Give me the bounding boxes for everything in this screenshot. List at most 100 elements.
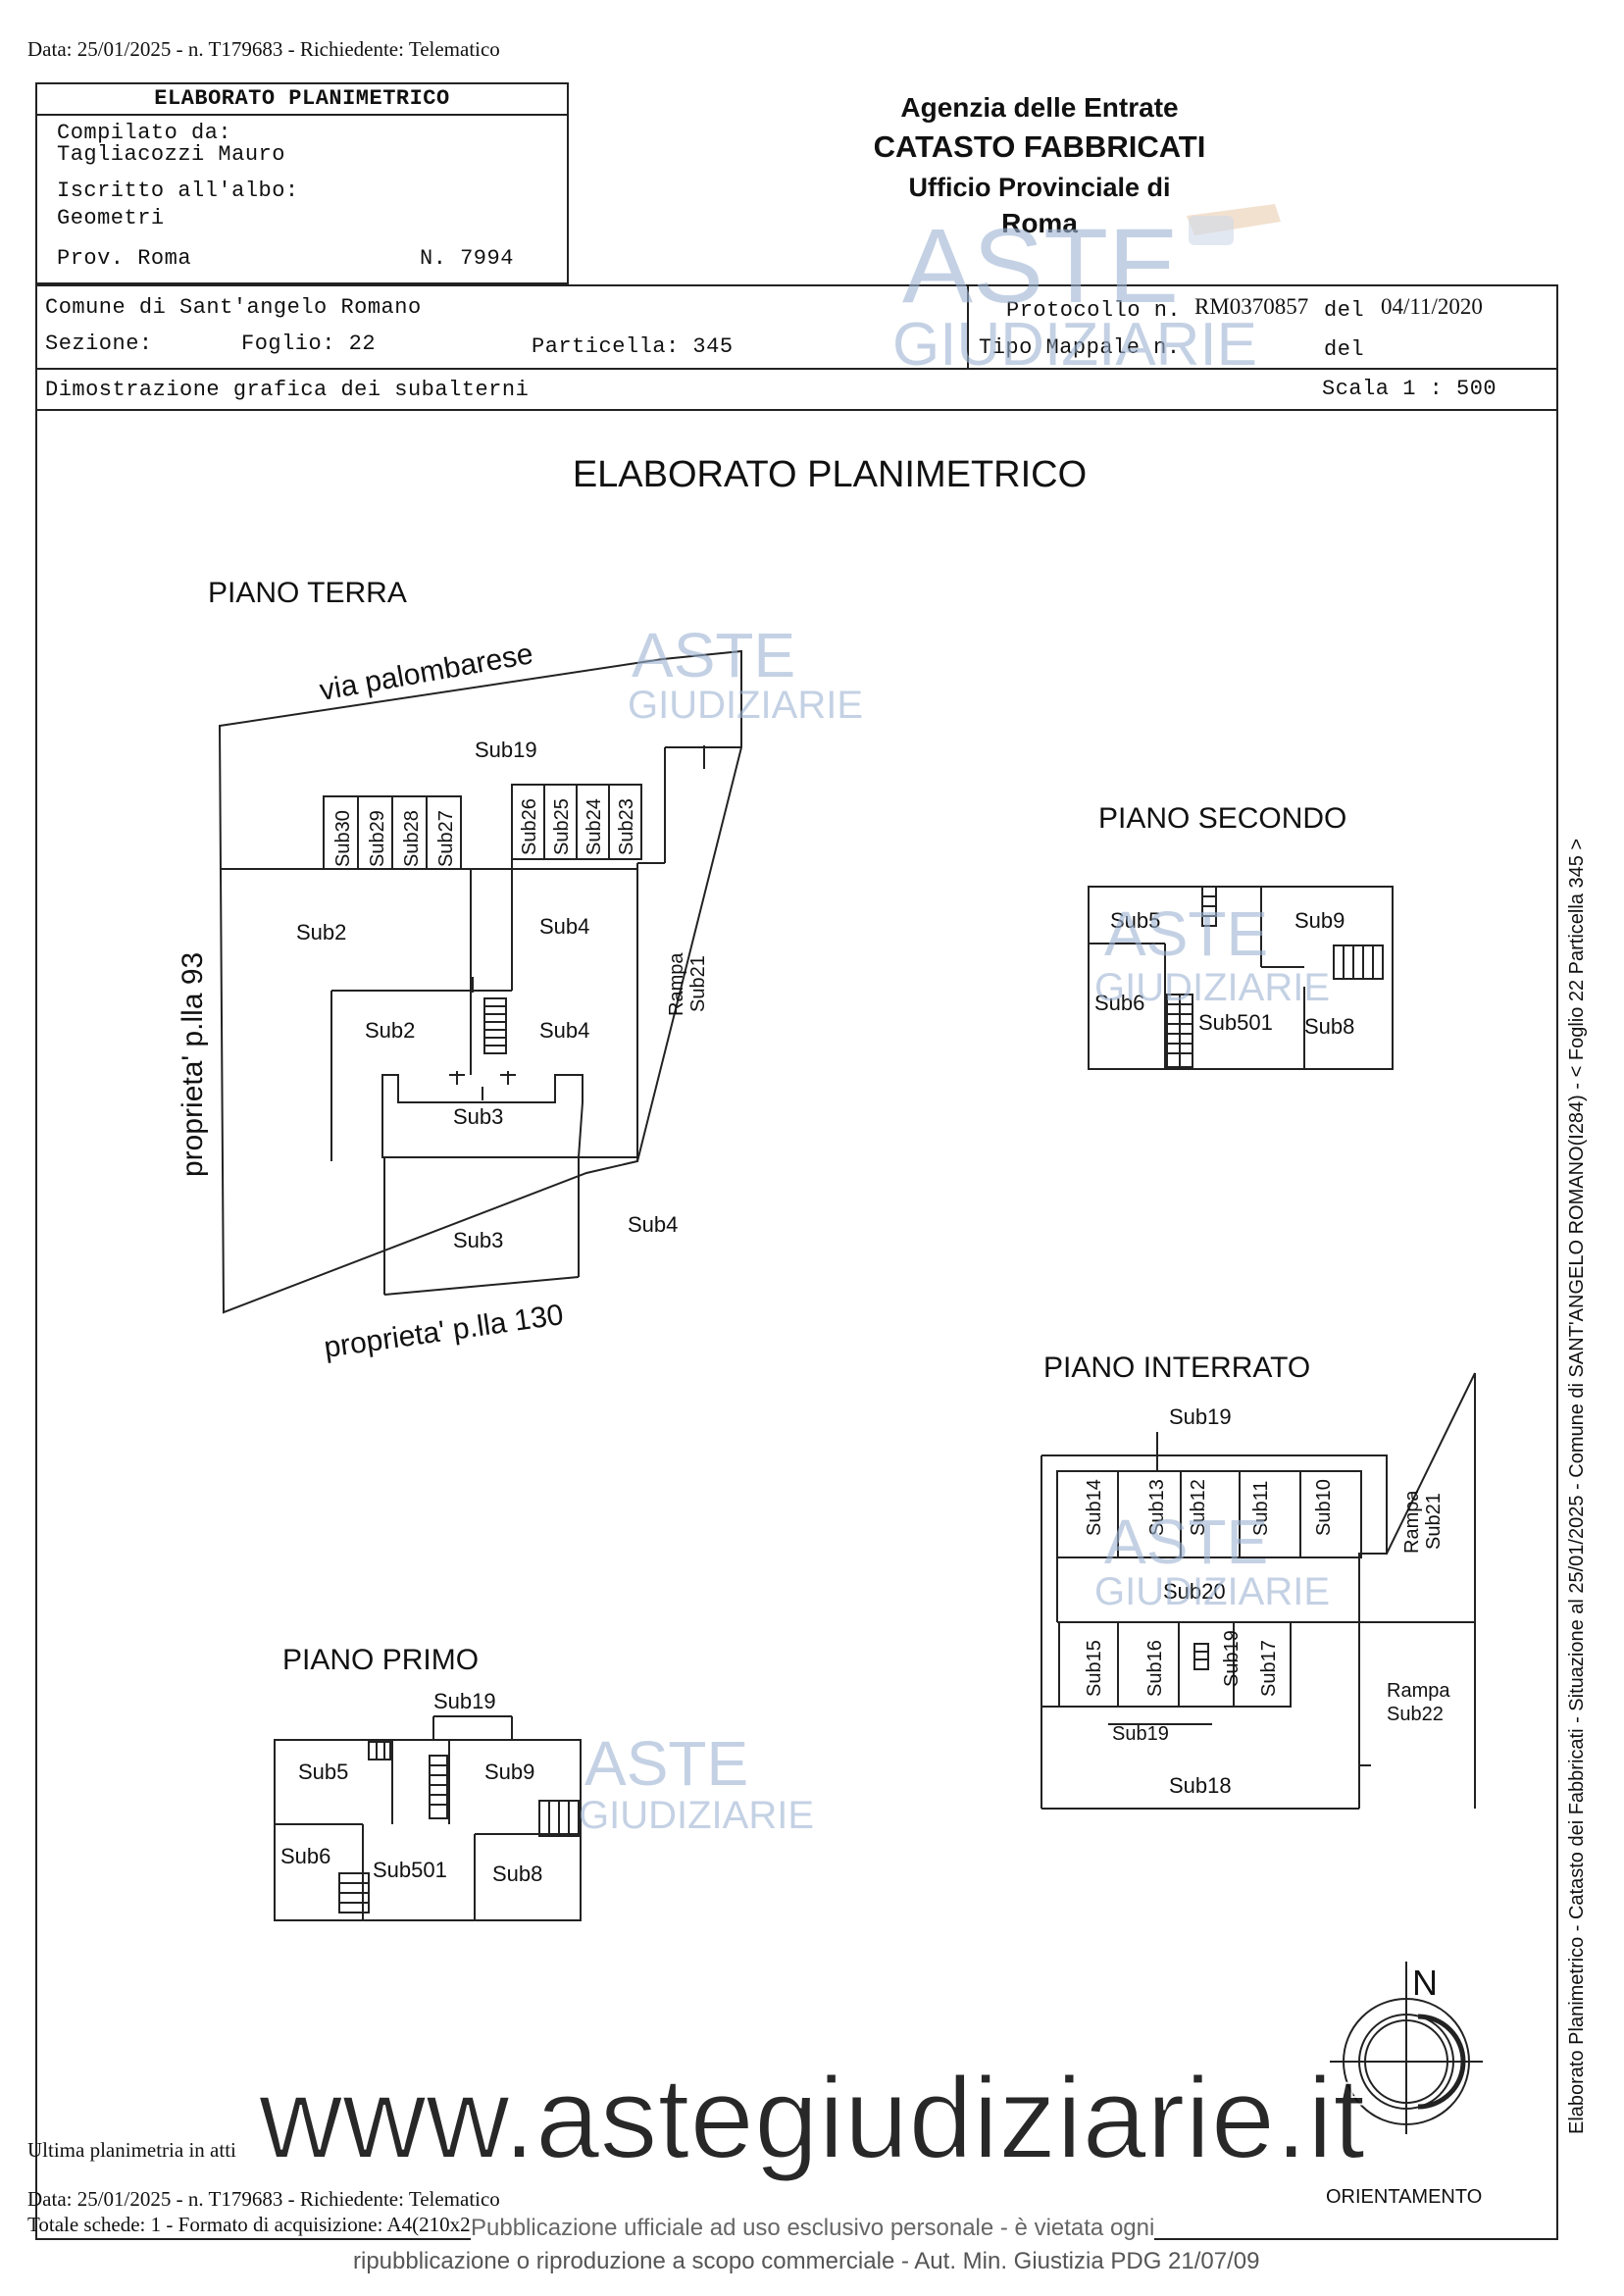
particella: Particella: 345 [532,334,734,359]
interrato-sub21: Sub21 [1423,1493,1445,1550]
interrato-sub18: Sub18 [1169,1773,1232,1798]
tipo-mappale-del: del [1324,337,1365,362]
box-sub17: Sub17 [1258,1640,1280,1697]
sezione: Sezione: [45,332,153,356]
agency-line-1: Agenzia delle Entrate [900,92,1179,123]
compiler-box [35,82,569,284]
svg-text:GIUDIZIARIE: GIUDIZIARIE [1094,966,1330,1009]
garage-sub29: Sub29 [367,810,388,867]
floor-title-interrato: PIANO INTERRATO [1043,1352,1310,1384]
terra-sub4-a: Sub4 [539,914,589,939]
svg-text:ASTE: ASTE [902,206,1179,325]
floor-title-terra: PIANO TERRA [208,577,407,609]
bottom-owner-label: proprieta' p.lla 130 [322,1299,565,1364]
left-owner-label: proprieta' p.lla 93 [177,952,209,1177]
svg-text:GIUDIZIARIE: GIUDIZIARIE [892,311,1257,379]
terra-lot-outline [218,649,742,1314]
agency-line-4: Roma [1001,208,1078,238]
box-sub19: Sub19 [1221,1630,1243,1687]
scala: Scala 1 : 500 [1322,377,1497,401]
protocollo-value: RM0370857 [1194,294,1309,319]
primo-sub9: Sub9 [484,1760,534,1784]
header-watermark: ASTE GIUDIZIARIE [892,204,1281,379]
secondo-sub501: Sub501 [1198,1010,1273,1035]
prov-label: Prov. Roma [57,246,192,271]
north-arrow-icon [1330,1962,1483,2134]
terra-sub3-a: Sub3 [453,1104,503,1129]
garage-sub28: Sub28 [401,810,423,867]
terra-sub4-b: Sub4 [539,1018,589,1043]
side-vertical-text: Elaborato Planimetrico - Catasto dei Fab… [1566,839,1588,2134]
interrato-sub19-top: Sub19 [1169,1404,1232,1429]
box-sub14: Sub14 [1084,1479,1105,1536]
garage-sub23: Sub23 [616,798,637,855]
svg-text:GIUDIZIARIE: GIUDIZIARIE [1094,1570,1330,1613]
agency-line-2: CATASTO FABBRICATI [873,129,1206,164]
terra-sub19: Sub19 [475,738,537,762]
protocollo-date: 04/11/2020 [1381,294,1483,319]
svg-text:ASTE: ASTE [584,1728,748,1799]
orientamento-label: ORIENTAMENTO [1326,2186,1482,2208]
svg-text:GIUDIZIARIE: GIUDIZIARIE [628,684,863,727]
street-label: via palombarese [317,638,535,707]
interrato-sub20: Sub20 [1163,1579,1226,1604]
secondo-sub5: Sub5 [1110,908,1160,933]
terra-rampa: Rampa [666,952,687,1016]
protocollo-del: del [1324,298,1365,323]
foglio: Foglio: 22 [241,332,377,356]
interrato-sub22: Sub22 [1387,1704,1444,1725]
svg-text:GIUDIZIARIE: GIUDIZIARIE [579,1794,814,1837]
compiler-name: Tagliacozzi Mauro [57,142,285,167]
footer-pub-2: ripubblicazione o riproduzione a scopo c… [353,2248,1260,2274]
box-sub10: Sub10 [1313,1479,1335,1536]
protocollo-label: Protocollo n. [1006,298,1182,323]
primo-sub501: Sub501 [373,1858,447,1882]
terra-sub2-a: Sub2 [296,920,346,944]
interrato-sub19-bottom: Sub19 [1112,1723,1169,1745]
floor-title-secondo: PIANO SECONDO [1098,802,1346,835]
register-value: Geometri [57,206,165,230]
box-sub11: Sub11 [1250,1481,1272,1536]
footer-pub-1: Pubblicazione ufficiale ad uso esclusivo… [471,2215,1155,2242]
terra-sub21: Sub21 [687,955,709,1012]
primo-sub5: Sub5 [298,1760,348,1784]
register-number: N. 7994 [420,246,514,271]
garage-sub25: Sub25 [551,798,573,855]
secondo-sub9: Sub9 [1294,908,1345,933]
svg-text:ASTE: ASTE [1104,1506,1268,1577]
plan-main-title: ELABORATO PLANIMETRICO [573,454,1087,495]
garage-sub24: Sub24 [584,798,605,855]
primo-sub19: Sub19 [433,1689,496,1713]
compiled-label: Compilato da: [57,121,232,145]
tipo-mappale: Tipo Mappale n. [979,335,1181,360]
primo-sub8: Sub8 [492,1862,542,1886]
svg-text:ASTE: ASTE [632,620,795,690]
garage-sub27: Sub27 [435,810,457,867]
terra-sub2-b: Sub2 [365,1018,415,1043]
box-sub16: Sub16 [1144,1640,1166,1697]
footer-meta: Data: 25/01/2025 - n. T179683 - Richiede… [27,2187,500,2211]
secondo-sub8: Sub8 [1304,1014,1354,1039]
svg-text:ASTE: ASTE [1104,898,1268,969]
interrato-rampa: Rampa [1401,1490,1423,1554]
terra-sub3-b: Sub3 [453,1228,503,1252]
box-sub15: Sub15 [1084,1640,1105,1697]
comune: Comune di Sant'angelo Romano [45,295,422,320]
agency-line-3: Ufficio Provinciale di [908,173,1171,202]
header-doc-title: ELABORATO PLANIMETRICO [154,86,450,111]
interrato-rampa2: Rampa [1387,1680,1450,1702]
register-label: Iscritto all'albo: [57,179,299,203]
drawing-watermarks: ASTE GIUDIZIARIE ASTE GIUDIZIARIE ASTE G… [257,620,1366,2184]
top-meta: Data: 25/01/2025 - n. T179683 - Richiede… [27,37,500,61]
box-sub12: Sub12 [1188,1479,1209,1536]
box-sub13: Sub13 [1146,1479,1168,1536]
garage-sub30: Sub30 [332,810,354,867]
secondo-sub6: Sub6 [1094,991,1144,1015]
terra-sub4-c: Sub4 [628,1212,678,1237]
primo-sub6: Sub6 [280,1844,330,1868]
garage-sub26: Sub26 [519,798,540,855]
floor-title-primo: PIANO PRIMO [282,1644,479,1676]
footer-ultima: Ultima planimetria in atti [27,2138,236,2162]
dimostrazione: Dimostrazione grafica dei subalterni [45,378,530,402]
